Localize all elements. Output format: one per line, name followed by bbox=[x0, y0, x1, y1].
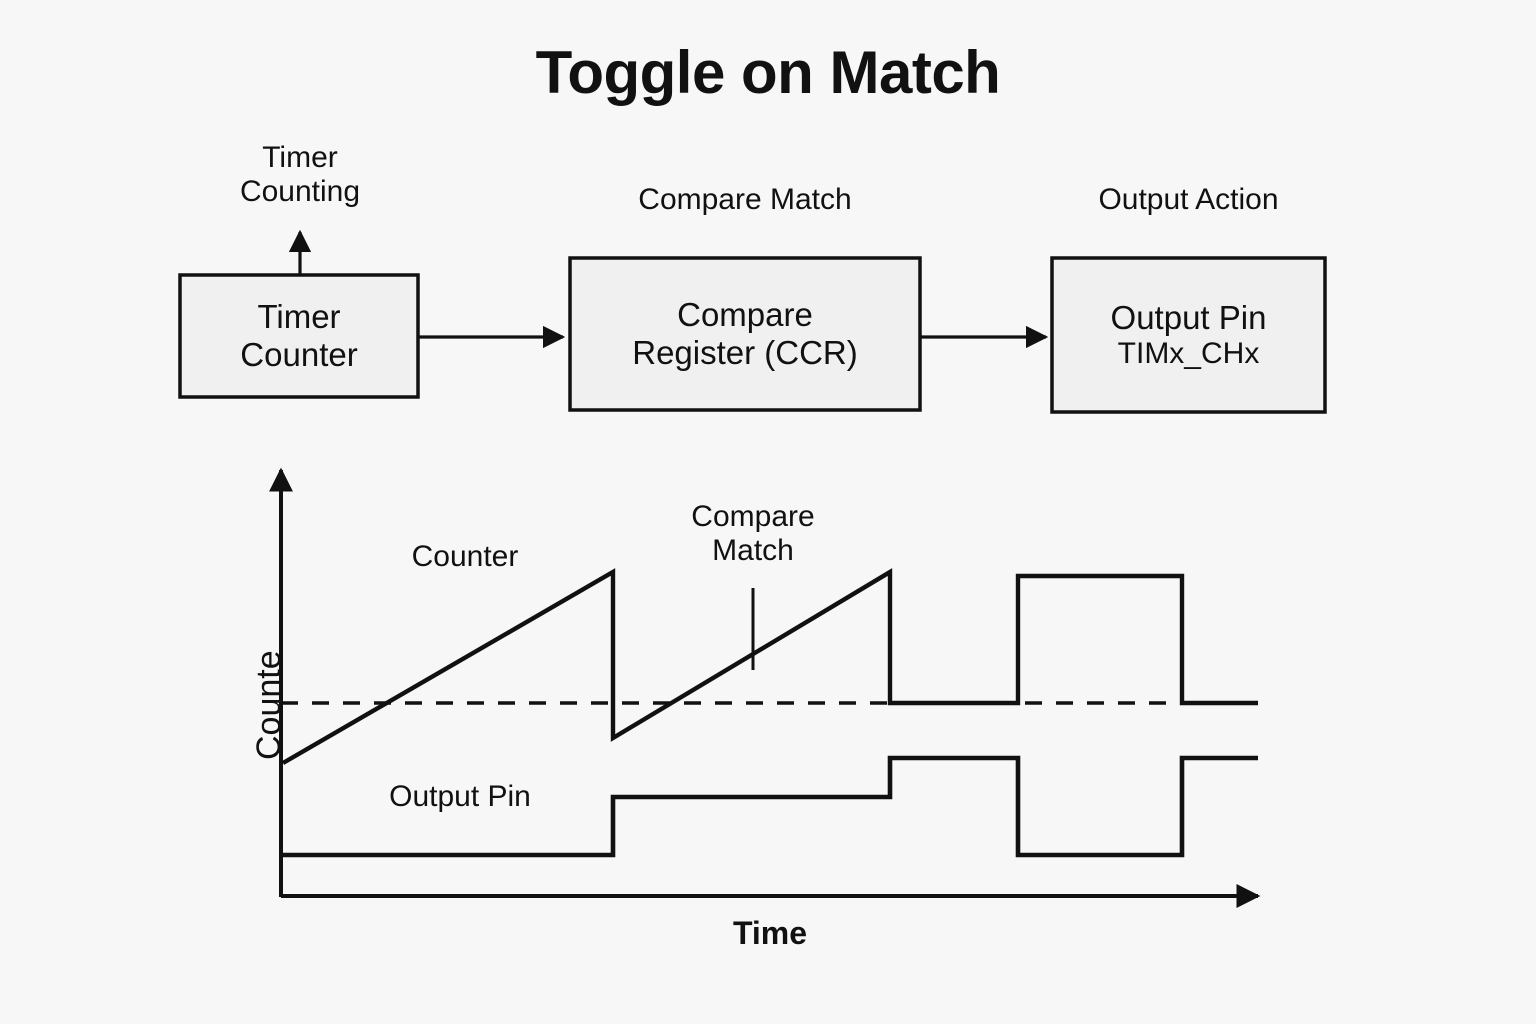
annotation-line-2: Match bbox=[712, 533, 794, 567]
x-axis-label: Time bbox=[732, 915, 808, 951]
y-axis-label: Counte bbox=[250, 650, 288, 760]
block-caption-output-action: Output Action bbox=[1052, 183, 1325, 217]
block-timer-counter[interactable] bbox=[178, 273, 420, 399]
caption-line-1: Timer bbox=[262, 141, 338, 174]
counter-waveform bbox=[281, 568, 1258, 765]
caption-line-2: Counting bbox=[239, 174, 361, 208]
block-caption-compare-match: Compare Match bbox=[570, 183, 920, 217]
annotation-compare-match: Compare Match bbox=[653, 500, 853, 568]
block-caption-timer-counting: Timer Counting bbox=[200, 141, 400, 208]
block-output-pin[interactable] bbox=[1050, 256, 1327, 414]
annotation-counter: Counter bbox=[411, 540, 519, 573]
block-compare-register[interactable] bbox=[568, 256, 922, 412]
annotation-line-1: Compare bbox=[691, 500, 815, 533]
annotation-output-pin: Output Pin bbox=[389, 780, 531, 813]
output-pin-waveform bbox=[281, 755, 1258, 858]
caption-line-1: Output Action bbox=[1098, 183, 1279, 216]
caption-line-1: Compare Match bbox=[638, 183, 852, 216]
page-title: Toggle on Match bbox=[535, 39, 1001, 106]
